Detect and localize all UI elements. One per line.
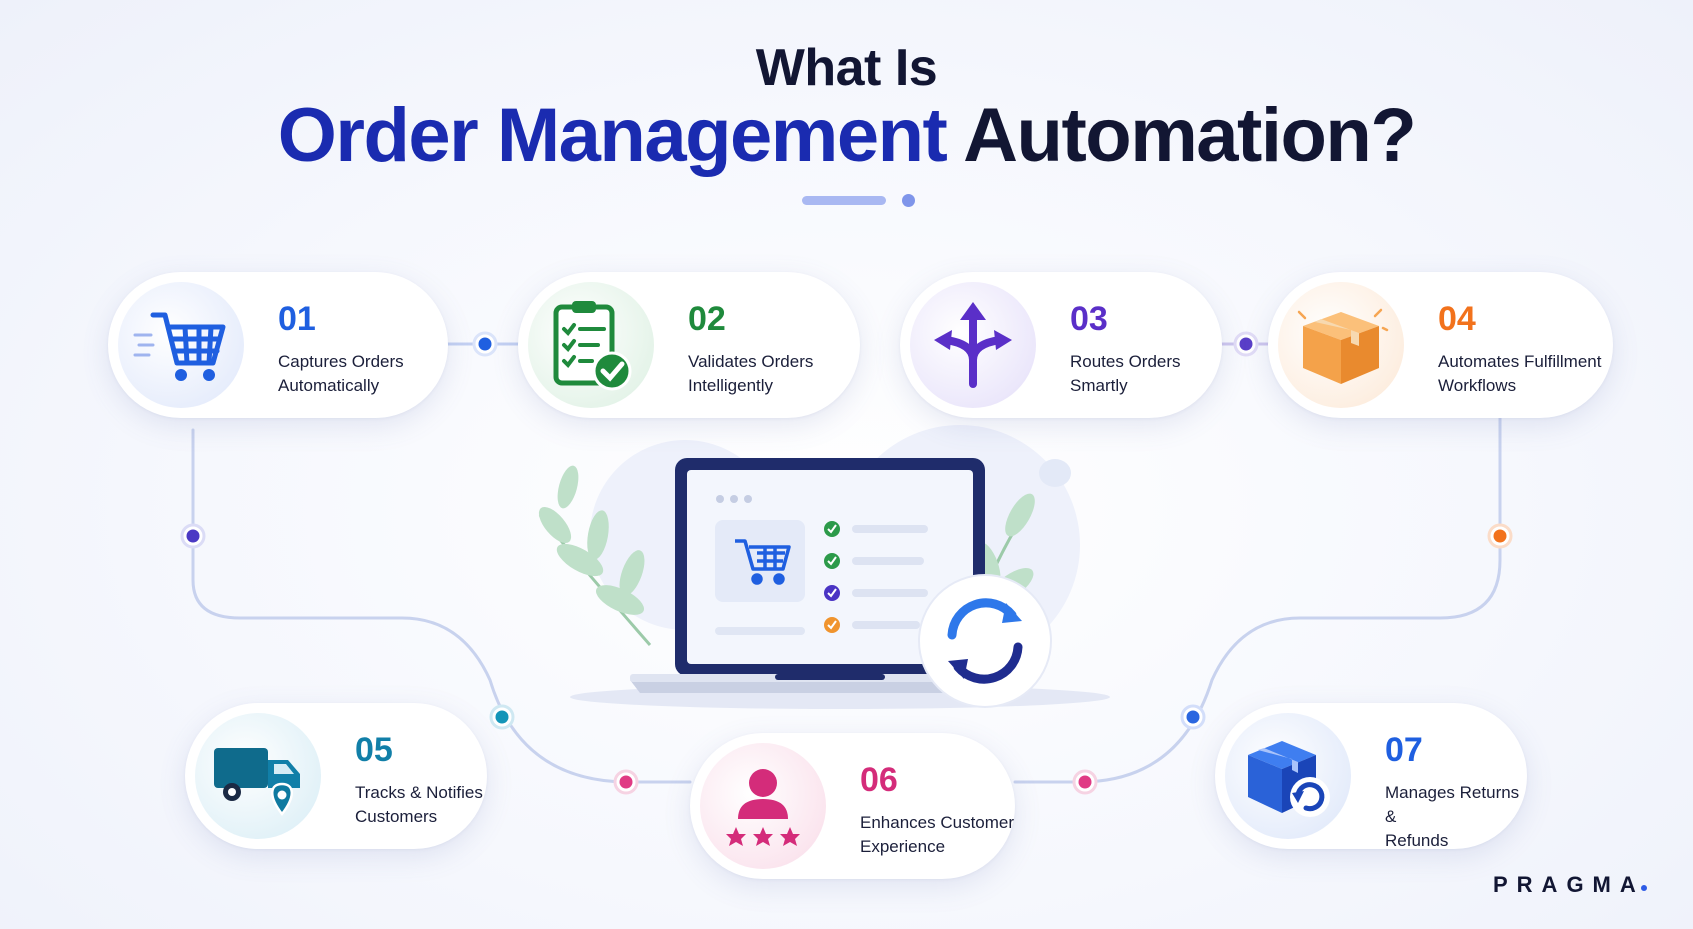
step-06-label: Enhances Customer Experience — [860, 813, 1015, 856]
title-rest: Automation? — [963, 93, 1417, 178]
title-line-1: What Is — [755, 39, 938, 97]
step-03-label: Routes Orders Smartly — [1070, 352, 1181, 395]
shopping-cart-icon — [133, 312, 226, 381]
step-03-number: 03 — [1070, 300, 1108, 338]
title-underline-bar — [802, 196, 886, 205]
step-05-number: 05 — [355, 731, 393, 769]
step-07-icon-circle — [1225, 713, 1351, 839]
screen-checklist — [824, 521, 928, 633]
step-card-04: 04 Automates Fulfillment Workflows — [1268, 272, 1613, 418]
page-title: Order Management Automation? — [0, 92, 1693, 179]
step-card-05: 05 Tracks & Notifies Customers — [185, 703, 487, 849]
customer-rating-icon — [726, 769, 800, 846]
step-04-label: Automates Fulfillment Workflows — [1438, 352, 1602, 395]
connector-left-loop — [191, 428, 692, 784]
step-02-icon-circle — [528, 282, 654, 408]
step-07-label: Manages Returns & Refunds — [1385, 783, 1520, 850]
step-02-label: Validates Orders Intelligently — [688, 352, 814, 395]
delivery-truck-icon — [214, 748, 300, 816]
step-06-icon-circle — [700, 743, 826, 869]
step-card-02: 02 Validates Orders Intelligently — [518, 272, 860, 418]
step-card-01: 01 Captures Orders Automatically — [108, 272, 448, 418]
sync-icon — [947, 598, 1023, 684]
clipboard-check-icon — [553, 301, 632, 391]
step-card-03: 03 Routes Orders Smartly — [900, 272, 1222, 418]
package-box-icon — [1297, 308, 1389, 384]
step-01-icon-circle — [118, 282, 244, 408]
step-05-icon-circle — [195, 713, 321, 839]
step-card-07: 07 Manages Returns & Refunds — [1215, 703, 1527, 850]
title-highlight: Order Management — [277, 93, 948, 178]
step-card-06: 06 Enhances Customer Experience — [690, 733, 1015, 879]
connector-right-loop — [1013, 410, 1502, 784]
return-box-icon — [1248, 741, 1330, 817]
logo-dot — [1640, 885, 1647, 891]
brand-logo: PRAGMA — [1493, 872, 1647, 897]
step-06-number: 06 — [860, 761, 898, 799]
step-03-icon-circle — [910, 282, 1036, 408]
step-01-number: 01 — [278, 300, 316, 338]
step-01-label: Captures Orders Automatically — [278, 352, 404, 395]
laptop-illustration — [538, 425, 1110, 709]
leaf-left-icon — [538, 465, 652, 646]
split-arrows-icon — [934, 302, 1012, 388]
step-07-number: 07 — [1385, 731, 1423, 769]
screen-cart-icon — [735, 539, 791, 585]
step-04-icon-circle — [1278, 282, 1404, 408]
step-05-label: Tracks & Notifies Customers — [355, 783, 483, 826]
title-underline-dot — [902, 194, 915, 207]
step-04-number: 04 — [1438, 300, 1476, 338]
step-02-number: 02 — [688, 300, 726, 338]
